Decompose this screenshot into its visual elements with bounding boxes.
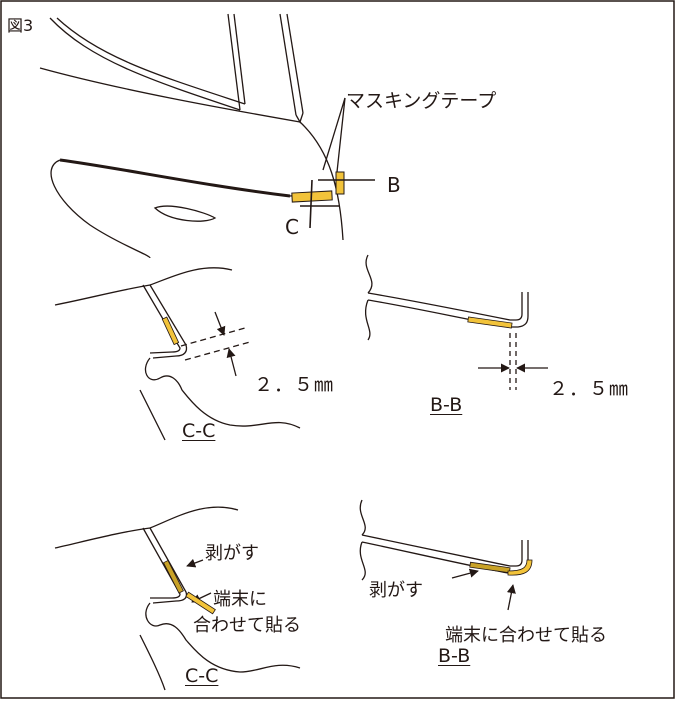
dimension-gap-b: ２．５㎜ [549, 378, 630, 400]
tape-cc-lower [162, 559, 216, 615]
section-bb-upper [364, 254, 548, 390]
figure-label: 図3 [7, 16, 34, 35]
section-cc-title: C-C [182, 420, 216, 442]
peel-label-b: 剥がす [369, 580, 423, 601]
masking-tape-label: マスキングテープ [346, 90, 497, 112]
section-b-marker: B [387, 173, 401, 197]
section-bb-title: B-B [430, 394, 463, 416]
align-label-b: 端末に合わせて貼る [445, 625, 607, 646]
peel-label-c: 剥がす [205, 543, 259, 564]
section-bb-title-lower: B-B [438, 645, 471, 667]
cut-line-c [309, 179, 313, 229]
section-c-marker: C [285, 215, 299, 239]
tape-piece-b [335, 171, 345, 195]
tape-bb-upper [467, 316, 513, 329]
section-cut-marks [300, 179, 375, 229]
overview-view [39, 13, 346, 259]
section-cc-title-lower: C-C [185, 665, 219, 687]
tape-cc-upper [161, 316, 180, 346]
tape-bb-lower [469, 559, 533, 576]
align-label-c-line1: 端末に [213, 589, 267, 610]
section-cc-upper [54, 267, 301, 441]
dimension-gap-c: ２．５㎜ [254, 374, 335, 396]
masking-tape-overview [291, 171, 345, 203]
align-label-c-line2: 合わせて貼る [193, 615, 301, 636]
section-cc-lower [54, 506, 301, 691]
